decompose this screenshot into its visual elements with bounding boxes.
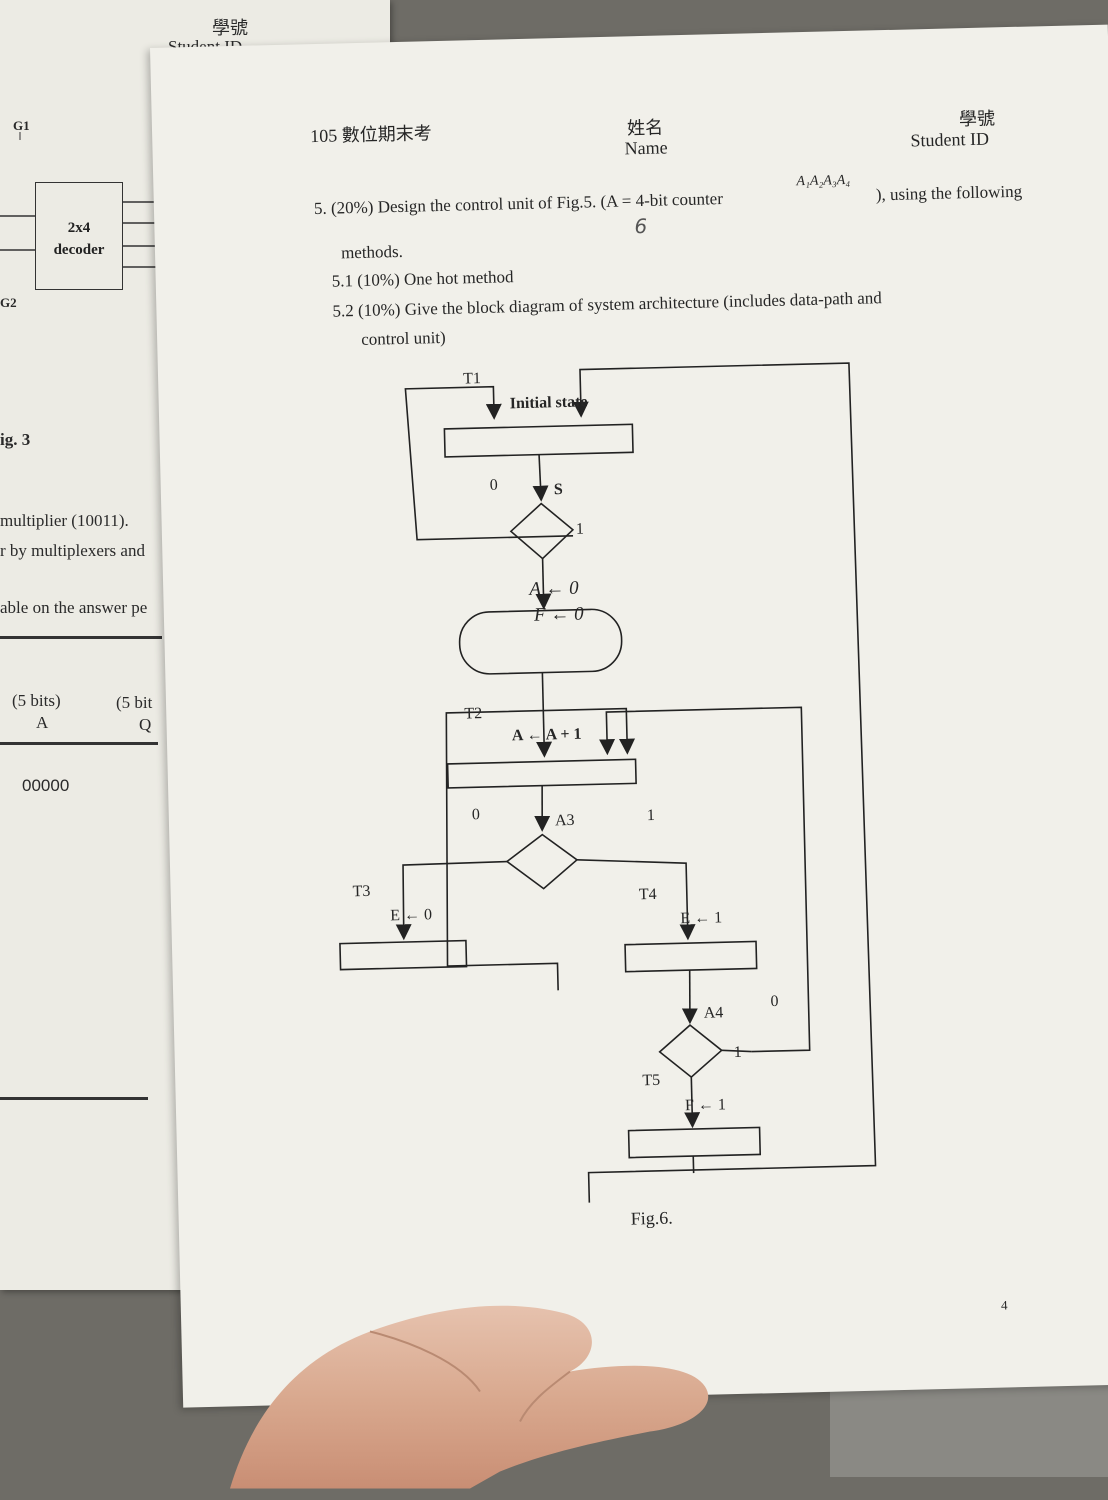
e-set-box	[625, 941, 757, 971]
a4-one-label: 1	[734, 1044, 742, 1062]
g2-label: G2	[0, 295, 17, 311]
state-t3-label: T3	[352, 883, 370, 901]
e-clear-label: E ← 0	[390, 906, 432, 925]
table-col2-name: Q	[139, 715, 151, 735]
a3-zero-loop-line	[441, 709, 633, 993]
back-text-line-2: r by multiplexers and	[0, 541, 145, 561]
back-text-line-3: able on the answer pe	[0, 598, 147, 618]
desk-surface	[830, 1380, 1108, 1477]
init-line-2: F ← 0	[534, 604, 584, 627]
initial-state-box	[444, 424, 633, 457]
decision-a4-diamond	[659, 1024, 722, 1077]
student-id-en: Student ID	[910, 129, 989, 152]
state-t1-label: T1	[463, 370, 481, 388]
page-number: 4	[1001, 1297, 1008, 1313]
decision-a4-label: A4	[704, 1004, 724, 1022]
table-header-rule	[0, 742, 158, 745]
s-zero-label: 0	[490, 477, 498, 495]
table-first-value: 00000	[22, 776, 69, 796]
question-5-text: 5. (20%) Design the control unit of Fig.…	[314, 189, 723, 219]
f-set-box	[629, 1127, 761, 1157]
name-label-en: Name	[624, 137, 667, 159]
front-exam-sheet: 105 數位期末考 姓名 Name 學號 Student ID 5. (20%)…	[150, 25, 1108, 1408]
fig-6-caption: Fig.6.	[630, 1208, 673, 1230]
question-5-1: 5.1 (10%) One hot method	[332, 267, 514, 291]
return-loop-line	[569, 363, 876, 1203]
a3-zero-label: 0	[472, 806, 480, 824]
decoder-label: decoder	[36, 239, 122, 261]
name-label-cn: 姓名	[627, 113, 664, 140]
decision-s-label: S	[554, 481, 563, 499]
state-t2-label: T2	[464, 705, 482, 723]
student-id-cn: 學號	[959, 104, 996, 131]
decoder-block: 2x4 decoder	[35, 182, 123, 290]
counter-bits: A₁A₂A₃A₄	[796, 173, 850, 190]
question-5-text-end: ), using the following	[876, 182, 1023, 206]
a4-zero-loop-line	[606, 707, 809, 1055]
a4-zero-label: 0	[770, 993, 778, 1011]
decision-a3-label: A3	[555, 812, 575, 830]
asm-flowchart	[287, 320, 929, 1225]
initial-state-label: Initial state	[510, 393, 588, 413]
increment-label: A ← A + 1	[512, 726, 582, 746]
back-text-line-1: multiplier (10011).	[0, 511, 129, 531]
decoder-size: 2x4	[36, 217, 122, 239]
table-bottom-rule	[0, 1097, 148, 1100]
table-col2-bits: (5 bit	[116, 693, 152, 713]
e-set-label: E ← 1	[680, 909, 722, 928]
increment-box	[448, 759, 637, 788]
exam-title: 105 數位期末考	[310, 119, 432, 148]
f-set-label: F ← 1	[685, 1096, 726, 1115]
handwritten-note: 6	[634, 214, 647, 238]
table-col1-name: A	[36, 713, 48, 733]
question-methods: methods.	[341, 242, 403, 264]
decision-s-diamond	[510, 503, 573, 559]
decision-a3-diamond	[506, 834, 577, 890]
state-t4-label: T4	[639, 886, 657, 904]
s-one-label: 1	[576, 521, 584, 539]
a3-one-label: 1	[647, 807, 655, 825]
init-line-1: A ← 0	[529, 578, 579, 601]
state-t5-label: T5	[642, 1072, 660, 1090]
table-top-rule	[0, 636, 162, 639]
table-col1-bits: (5 bits)	[12, 691, 61, 711]
hand-photo-shape	[170, 1290, 730, 1500]
question-5-2: 5.2 (10%) Give the block diagram of syst…	[332, 288, 882, 321]
back-fig-caption: ig. 3	[0, 430, 30, 450]
